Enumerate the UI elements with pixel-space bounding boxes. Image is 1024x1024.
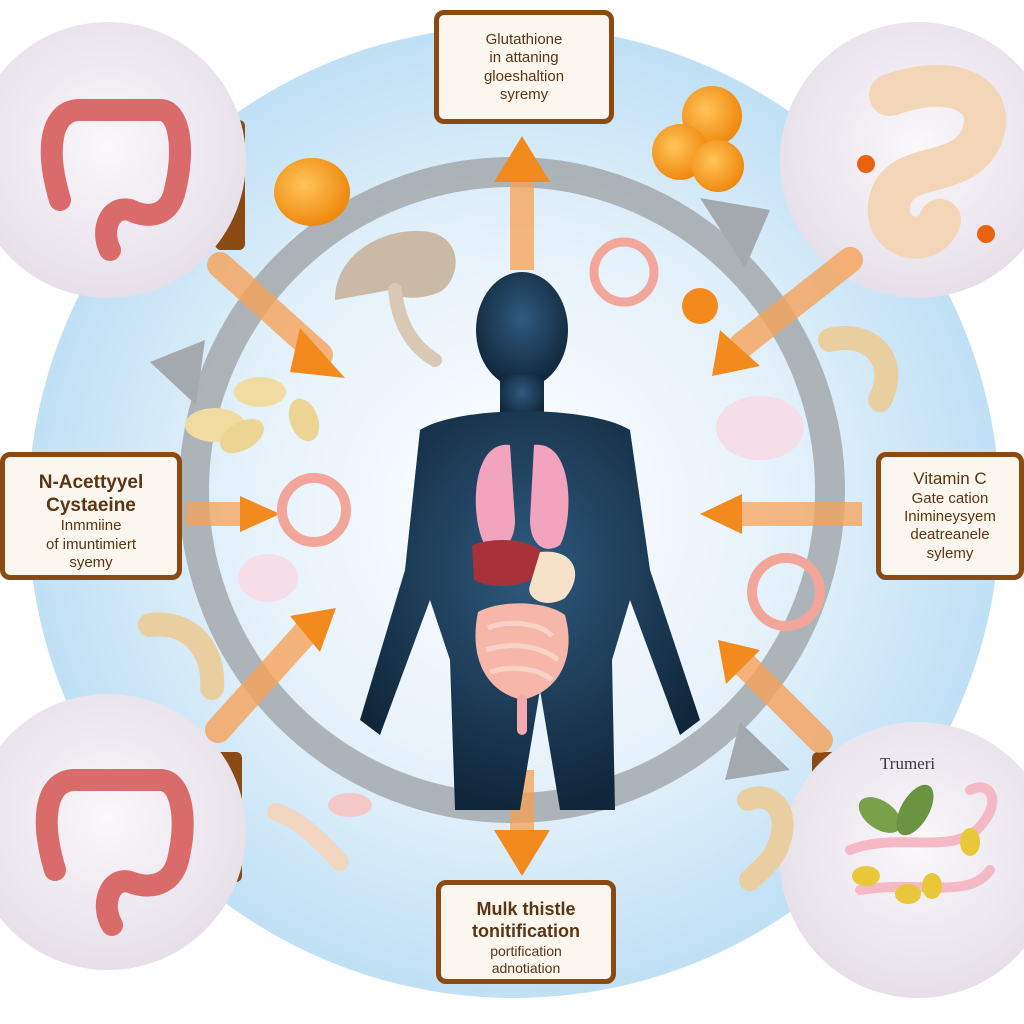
glutathione-label-box: Glutathione in attaning gloeshaltion syr… [434, 10, 614, 124]
nac-line4: of imuntimiert [45, 535, 137, 553]
mushroom-icon [335, 230, 456, 367]
orange-dot-icon [682, 288, 718, 324]
arrow-up-top [494, 136, 550, 270]
liver-icon [472, 540, 548, 586]
hand-icon [267, 793, 372, 871]
human-body [360, 272, 700, 810]
vitamin-c-line2: Gate cation [911, 489, 989, 507]
glutathione-title: Glutathione [485, 31, 563, 48]
lungs-icon [475, 444, 515, 549]
capsule-icon [960, 828, 980, 856]
glutathione-line2: in attaning [489, 49, 559, 67]
nutrient-dot-icon [977, 225, 995, 243]
corner-circle-topright [780, 22, 1024, 298]
ring-arrowhead-topright [700, 198, 770, 268]
milk-thistle-line4: adnotiation [491, 959, 561, 976]
arrow-bottomleft [205, 608, 336, 743]
vitamin-c-line5: sylemy [926, 544, 974, 562]
soft-cell-icons [238, 396, 804, 602]
glutathione-line4: syremy [499, 85, 549, 103]
nutrient-dot-icon [857, 155, 875, 173]
orange-slice-icon [692, 140, 744, 192]
corner-circle-bottomleft [0, 694, 246, 970]
vitamin-c-label-box: Vitamin C Gate cation Inimineysyem deatr… [876, 452, 1024, 580]
nac-line3: Inmmiine [60, 517, 122, 535]
corner-circle-bottomright [780, 722, 1024, 998]
turmeric-leaf-icon [858, 797, 902, 833]
vitamin-c-line4: deatreanele [910, 526, 990, 544]
capsule-icon [922, 873, 942, 899]
intestine-icon [138, 326, 899, 891]
arrow-right [700, 494, 862, 534]
nac-line5: syemy [69, 553, 113, 571]
nac-title-line1: N-Acettyyel [38, 472, 144, 493]
arrow-topleft [207, 252, 345, 378]
arrow-topright [712, 247, 863, 376]
turmeric-label: Trumeri [880, 754, 936, 773]
vitamin-c-line3: Inimineysyem [904, 508, 996, 526]
capsule-icon [895, 884, 921, 904]
milk-thistle-title-line2: tonitification [472, 920, 580, 941]
ring-arrowhead-bottomright [725, 722, 790, 780]
cell-ring-icon [277, 237, 825, 631]
ring-arrowhead-left [150, 340, 205, 405]
orange-slice-icon [274, 158, 350, 226]
corner-circle-topleft [0, 22, 246, 298]
intestine-icon [845, 782, 998, 855]
intestine-icon [867, 64, 1006, 259]
glutathione-line3: gloeshaltion [483, 67, 565, 85]
milk-thistle-title-line1: Mulk thistle [476, 899, 576, 919]
arrow-left [186, 496, 280, 532]
stomach-icon [529, 551, 576, 603]
milk-thistle-label-box: Mulk thistle tonitification portificatio… [436, 880, 616, 984]
arrow-bottomright [718, 640, 833, 753]
turmeric-leaf-icon [896, 784, 934, 836]
milk-thistle-line3: portification [490, 942, 562, 959]
arrow-down-bottom [494, 770, 550, 876]
colon-icon [35, 769, 194, 936]
bean-icons [185, 377, 320, 454]
vitamin-c-title: Vitamin C [913, 469, 987, 488]
nac-label-box: N-Acettyyel Cystaeine Inmmiine of imunti… [0, 452, 182, 580]
capsule-icon [852, 866, 880, 886]
nac-title-line2: Cystaeine [46, 495, 136, 517]
colon-icon [40, 99, 191, 261]
